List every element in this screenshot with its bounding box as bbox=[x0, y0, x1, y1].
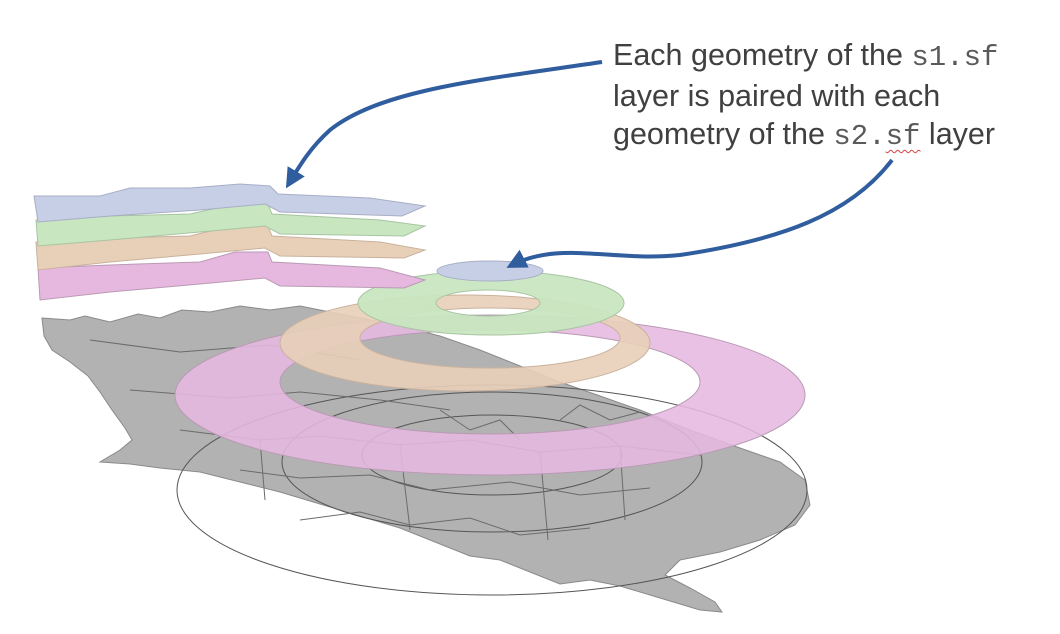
s1-layer-blue bbox=[33, 183, 427, 223]
code-s2: s2. bbox=[833, 120, 886, 153]
annotation-line-3: geometry of the s2.sf layer bbox=[613, 115, 1053, 156]
basemap-buffer-mid bbox=[281, 391, 703, 533]
s1-layer-green bbox=[35, 203, 427, 247]
annotation-text: Each geometry of the s1.sf layer is pair… bbox=[613, 36, 1053, 156]
code-sf-spellcheck: sf bbox=[885, 120, 921, 153]
annotation-line-1-prefix: Each geometry of the bbox=[613, 38, 912, 72]
arrow-to-s2 bbox=[506, 158, 894, 268]
annotation-line-3-suffix: layer bbox=[920, 117, 996, 151]
annotation-line-3-prefix: geometry of the bbox=[613, 117, 834, 151]
s1-layer-peach bbox=[35, 224, 427, 271]
annotation-line-1: Each geometry of the s1.sf bbox=[613, 36, 1053, 77]
annotation-line-2: layer is paired with each bbox=[613, 79, 941, 113]
s1-layer-stack bbox=[33, 183, 427, 301]
disk-blue bbox=[436, 260, 544, 282]
s1-layer-pink bbox=[37, 251, 427, 301]
arrow-to-s1 bbox=[285, 60, 603, 189]
ring-green bbox=[357, 270, 625, 336]
code-s1-sf: s1.sf bbox=[911, 41, 999, 74]
